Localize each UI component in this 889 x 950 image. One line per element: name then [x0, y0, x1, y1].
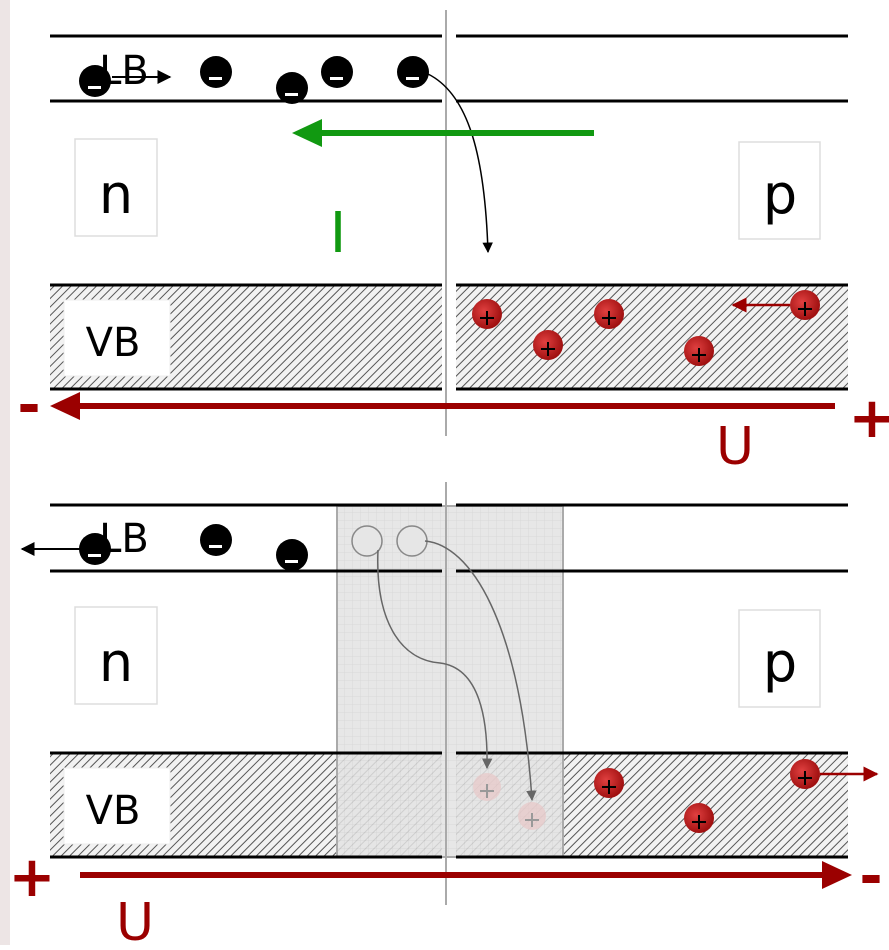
current-arrow-head [292, 119, 322, 147]
electron [321, 56, 353, 88]
holes [472, 290, 820, 366]
vb-label-box [63, 299, 171, 377]
electron [397, 56, 429, 88]
hole [472, 299, 502, 329]
valence-band-p-region [456, 285, 848, 389]
electron [276, 72, 308, 104]
depletion-zone [336, 505, 564, 858]
faded-electron [351, 525, 383, 557]
top-panel: n p VB LB I [17, 10, 889, 477]
electron [200, 524, 232, 556]
negative-terminal-label: - [17, 373, 40, 438]
hole [684, 336, 714, 366]
faded-electron [396, 525, 428, 557]
hole [594, 299, 624, 329]
n-region-label: n [99, 631, 133, 694]
positive-terminal-label: + [849, 386, 889, 451]
voltage-label: U [116, 893, 154, 945]
vb-label-box [63, 767, 171, 845]
holes [594, 759, 820, 833]
electron [79, 65, 111, 97]
electron [200, 56, 232, 88]
electron [276, 539, 308, 571]
n-region-box [74, 606, 158, 705]
valence-band-label: VB [86, 320, 141, 366]
recombination-path [424, 540, 537, 802]
current-label: I [330, 201, 347, 266]
voltage-arrow-head [50, 392, 80, 420]
voltage-arrow-head [822, 861, 852, 889]
electron [79, 533, 111, 565]
faded-hole [473, 773, 501, 801]
voltage-label: U [716, 417, 754, 477]
electrons [79, 524, 308, 571]
positive-terminal-label: + [9, 845, 56, 910]
hole [533, 330, 563, 360]
n-region-box [74, 138, 158, 237]
recombination-path [427, 73, 493, 254]
valence-band-label: VB [86, 788, 141, 834]
hole [684, 803, 714, 833]
page-edge [0, 0, 10, 945]
faded-electrons [351, 525, 428, 557]
bottom-panel: n p VB LB [9, 482, 883, 950]
negative-terminal-label: - [859, 844, 882, 909]
faded-holes [473, 773, 546, 830]
band-edges [50, 34, 848, 391]
p-region-box [738, 609, 821, 708]
n-region-label: n [99, 163, 133, 226]
hole [594, 768, 624, 798]
faded-hole [518, 802, 546, 830]
band-edges [50, 503, 848, 859]
p-region-box [738, 141, 821, 240]
electrons [79, 56, 429, 104]
hole [790, 290, 820, 320]
p-region-label: p [763, 163, 797, 226]
recombination-path [377, 549, 493, 770]
p-region-label: p [763, 631, 797, 694]
hole [790, 759, 820, 789]
